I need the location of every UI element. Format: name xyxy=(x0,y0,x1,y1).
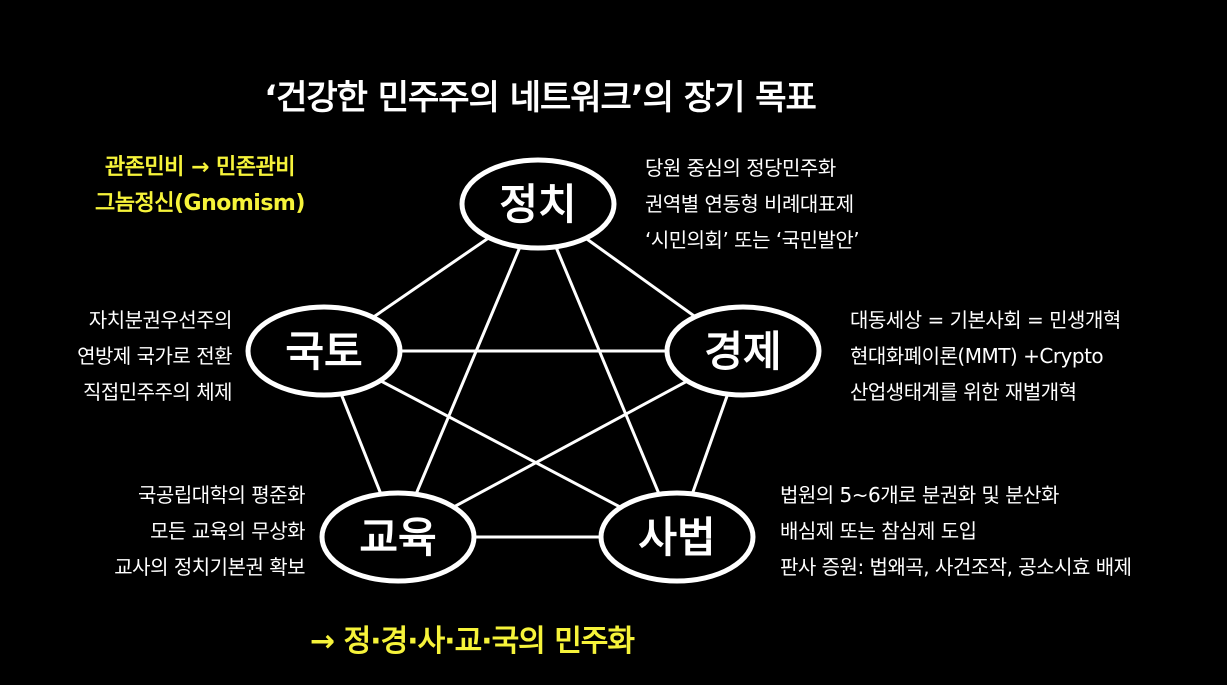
top-left-note: 관존민비 → 민존관비 그놈정신(Gnomism) xyxy=(95,150,305,222)
node-label-education: 교육 xyxy=(359,513,436,562)
territory-note-line: 직접민주주의 체제 xyxy=(82,380,233,404)
judiciary-note-line: 법원의 5~6개로 분권화 및 분산화 xyxy=(780,483,1059,507)
education-note-line: 모든 교육의 무상화 xyxy=(150,519,305,543)
node-education: 교육 xyxy=(319,490,477,584)
economy-note-line: 대동세상 = 기본사회 = 민생개혁 xyxy=(850,308,1121,332)
politics-note-line: 권역별 연동형 비례대표제 xyxy=(645,192,854,216)
economy-note-line: 현대화폐이론(MMT) +Crypto xyxy=(850,344,1104,368)
node-ellipse-judiciary xyxy=(598,490,756,584)
territory-notes: 자치분권우선주의 연방제 국가로 전환 직접민주주의 체제 xyxy=(77,302,232,410)
node-label-judiciary: 사법 xyxy=(638,513,715,562)
node-ellipse-politics xyxy=(459,157,617,251)
education-note-line: 교사의 정치기본권 확보 xyxy=(114,555,305,579)
node-economy: 경제 xyxy=(664,304,822,398)
politics-note-line: 당원 중심의 정당민주화 xyxy=(645,156,836,180)
edge-politics-judiciary xyxy=(536,203,679,538)
judiciary-note-line: 배심제 또는 참심제 도입 xyxy=(780,519,977,543)
territory-note-line: 연방제 국가로 전환 xyxy=(77,344,232,368)
edge-territory-judiciary xyxy=(323,349,678,539)
politics-note-line: ‘시민의회’ 또는 ‘국민발안’ xyxy=(645,228,860,252)
politics-notes: 당원 중심의 정당민주화 권역별 연동형 비례대표제 ‘시민의회’ 또는 ‘국민… xyxy=(645,150,860,258)
node-label-economy: 경제 xyxy=(704,327,781,376)
economy-note-line: 산업생태계를 위한 재벌개혁 xyxy=(850,380,1077,404)
node-ellipse-education xyxy=(319,490,477,584)
node-politics: 정치 xyxy=(459,157,617,251)
footer-slogan: → 정·경·사·교·국의 민주화 xyxy=(310,624,635,659)
node-territory: 국토 xyxy=(245,304,403,398)
node-label-politics: 정치 xyxy=(499,180,576,229)
judiciary-notes: 법원의 5~6개로 분권화 및 분산화 배심제 또는 참심제 도입 판사 증원:… xyxy=(780,477,1132,585)
judiciary-note-line: 판사 증원: 법왜곡, 사건조작, 공소시효 배제 xyxy=(780,555,1132,579)
top-left-note-line: 관존민비 → 민존관비 xyxy=(104,155,296,180)
node-ellipse-economy xyxy=(664,304,822,398)
education-note-line: 국공립대학의 평준화 xyxy=(138,483,305,507)
node-ellipse-territory xyxy=(245,304,403,398)
node-label-territory: 국토 xyxy=(285,327,362,376)
top-left-note-line: 그놈정신(Gnomism) xyxy=(95,191,305,216)
education-notes: 국공립대학의 평준화 모든 교육의 무상화 교사의 정치기본권 확보 xyxy=(114,477,305,585)
node-judiciary: 사법 xyxy=(598,490,756,584)
territory-note-line: 자치분권우선주의 xyxy=(88,308,233,332)
edge-politics-education xyxy=(396,203,540,538)
economy-notes: 대동세상 = 기본사회 = 민생개혁 현대화폐이론(MMT) +Crypto 산… xyxy=(850,302,1121,410)
page-title: ‘건강한 민주주의 네트워크’의 장기 목표 xyxy=(264,78,817,118)
